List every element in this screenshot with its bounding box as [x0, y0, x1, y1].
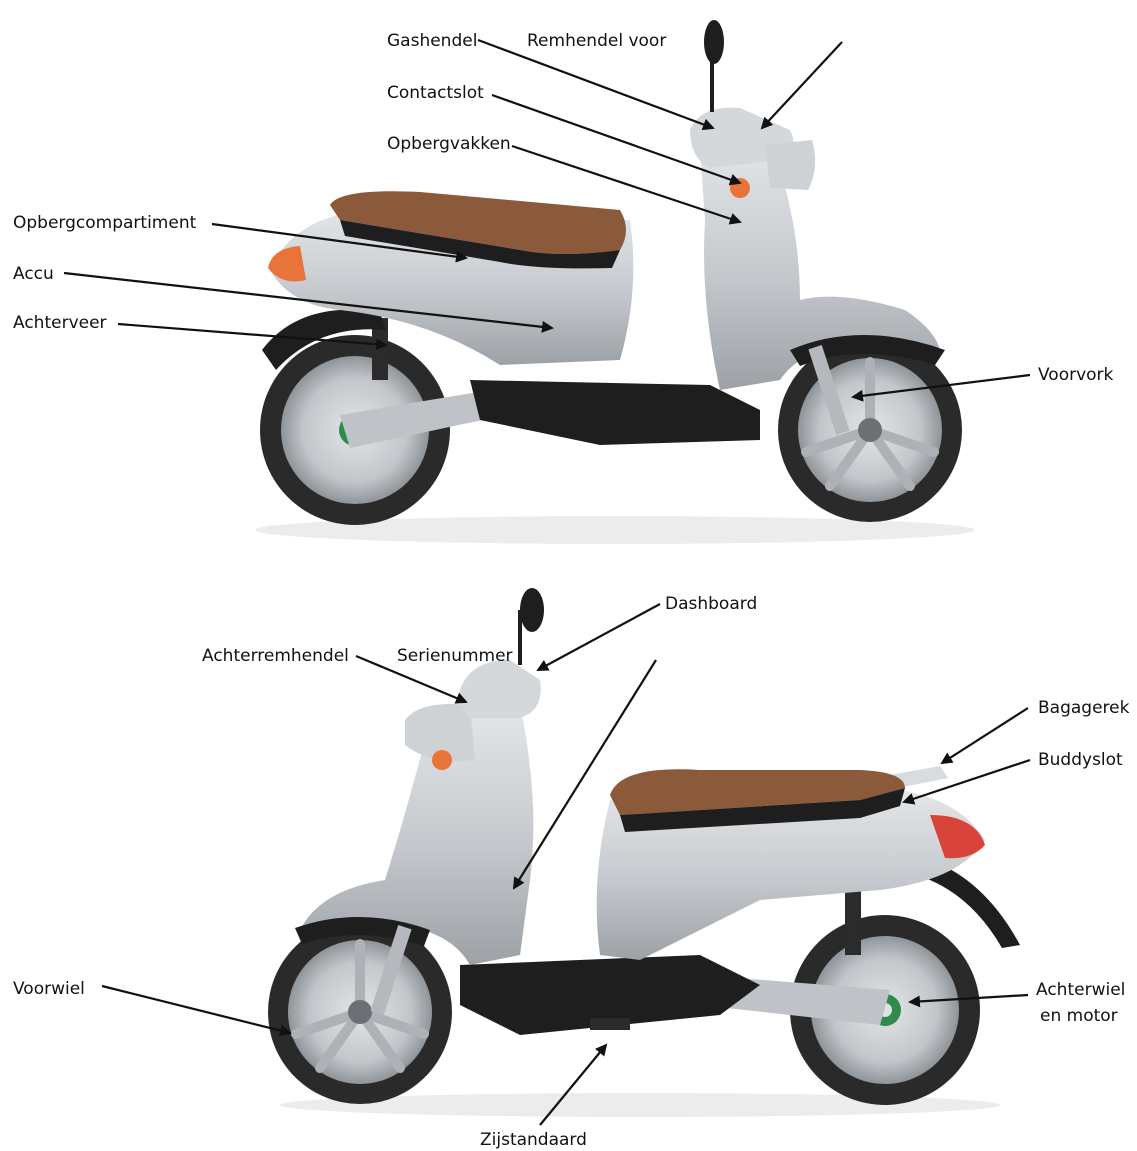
arrow-remhendel-voor [762, 42, 842, 128]
label-zijstandaard: Zijstandaard [480, 1130, 587, 1150]
label-contactslot: Contactslot [387, 83, 484, 103]
label-voorvork: Voorvork [1038, 365, 1114, 385]
front-wheel-bottom [268, 920, 452, 1104]
arrow-bagagerek [942, 708, 1028, 763]
label-accu: Accu [13, 264, 54, 284]
indicator-front-bottom [432, 750, 452, 770]
label-serienummer: Serienummer [397, 646, 513, 666]
scooter-side-view-right [255, 20, 975, 544]
handlebar-head-bottom [460, 660, 541, 718]
arrow-gashendel [478, 40, 713, 128]
label-voorwiel: Voorwiel [13, 979, 85, 999]
label-buddyslot: Buddyslot [1038, 750, 1123, 770]
label-opbergvakken: Opbergvakken [387, 134, 511, 154]
label-gashendel: Gashendel [387, 31, 477, 51]
tail-light [268, 246, 306, 282]
label-achterwiel-line2: en motor [1040, 1006, 1118, 1026]
side-stand [590, 1018, 630, 1030]
floorboard [470, 380, 760, 445]
arrow-dashboard [538, 604, 660, 670]
front-wheel [778, 338, 962, 522]
headlight [765, 140, 815, 190]
label-achterremhendel: Achterremhendel [202, 646, 349, 666]
label-remhendel-voor: Remhendel voor [527, 31, 666, 51]
arrow-voorwiel [102, 986, 290, 1033]
label-achterveer: Achterveer [13, 313, 107, 333]
label-achterwiel-line1: Achterwiel [1036, 980, 1125, 1000]
label-opbergcompartiment: Opbergcompartiment [13, 213, 197, 233]
mirror-bottom [520, 588, 544, 632]
label-dashboard: Dashboard [665, 594, 757, 614]
label-bagagerek: Bagagerek [1038, 698, 1130, 718]
mirror [704, 20, 724, 64]
